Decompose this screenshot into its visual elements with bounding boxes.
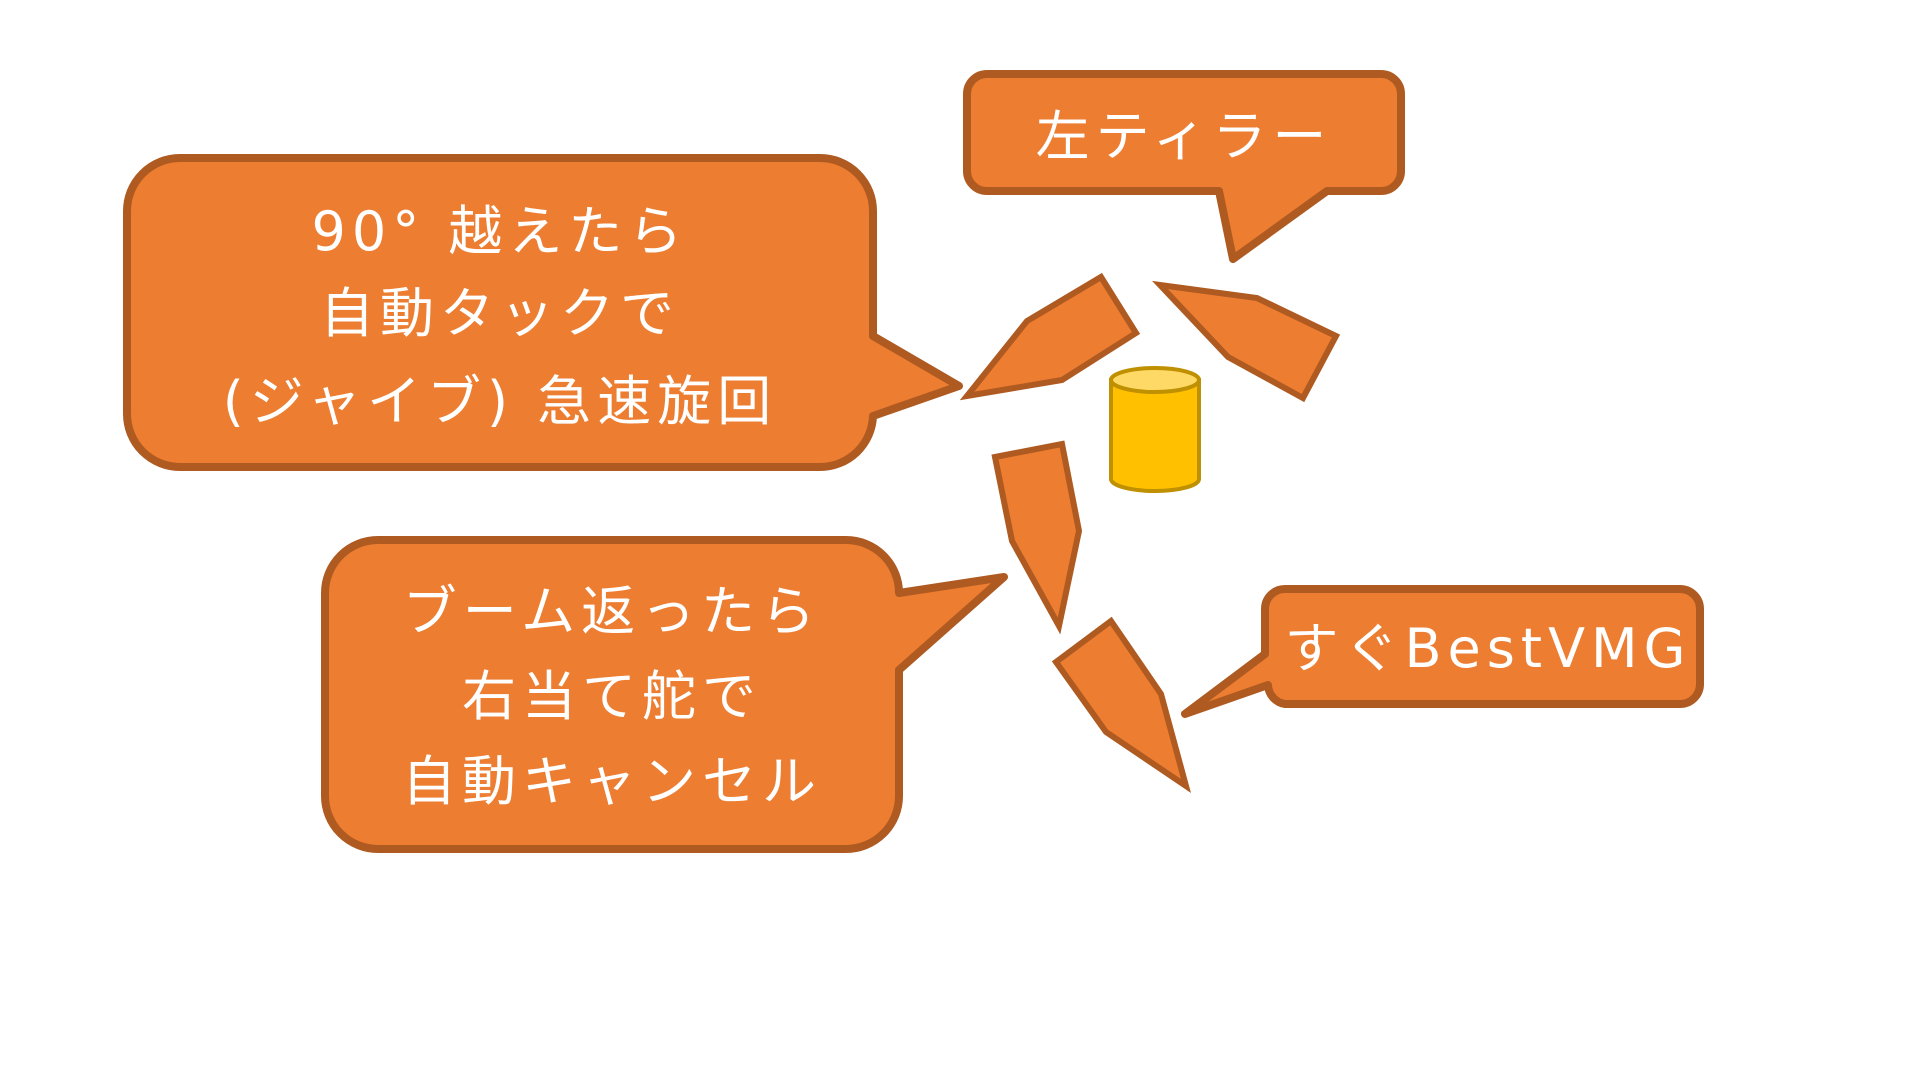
sail-arrow-2 — [1152, 280, 1341, 403]
sail-arrow-3 — [991, 440, 1083, 635]
callout-tack-line-3: (ジャイブ) 急速旋回 — [223, 370, 778, 433]
callout-vmg-text: すぐBestVMG — [1285, 617, 1692, 680]
sail-arrow-1 — [959, 272, 1141, 401]
mast-cylinder — [1109, 366, 1201, 493]
callout-cancel-line-2: 右当て舵で — [462, 665, 762, 728]
callout-cancel-line-3: 自動キャンセル — [402, 750, 822, 813]
callout-tiller-text: 左ティラー — [1036, 105, 1333, 168]
callout-tiller — [963, 70, 1405, 263]
callout-tack — [123, 154, 963, 471]
callout-cancel — [321, 536, 1008, 853]
callout-tack-line-2: 自動タックで — [320, 282, 680, 345]
callout-tack-line-1: 90° 越えたら — [312, 200, 689, 263]
sail-arrow-4 — [1051, 616, 1192, 794]
callout-cancel-line-1: ブーム返ったら — [403, 580, 821, 643]
callout-vmg — [1181, 585, 1704, 718]
